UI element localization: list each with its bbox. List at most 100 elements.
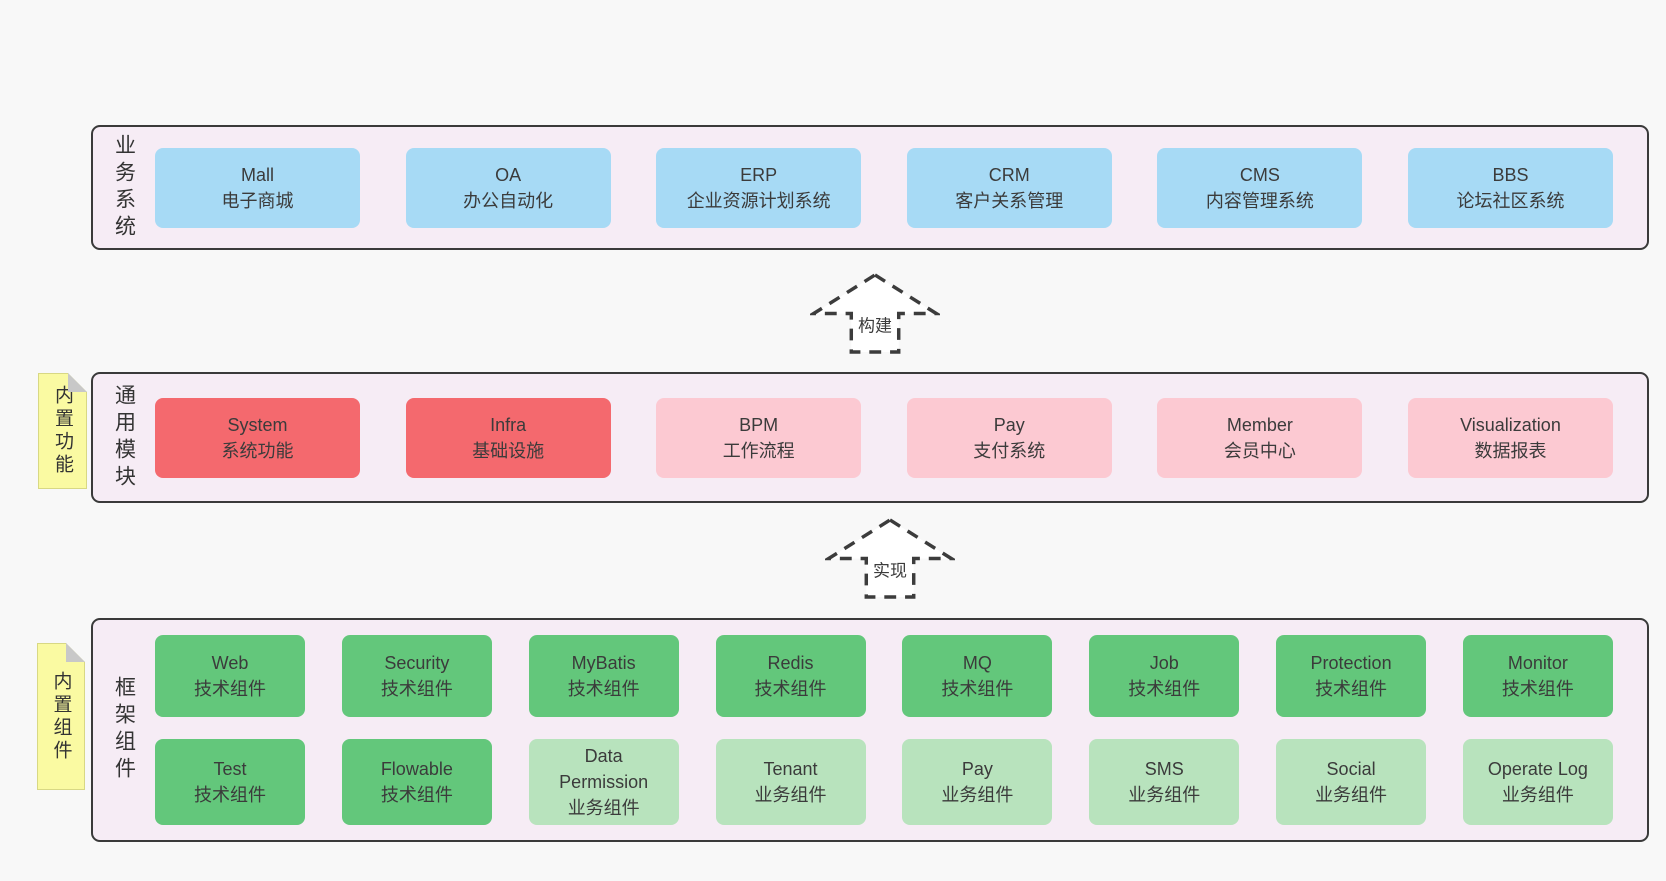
box-social: Social 业务组件 [1276,739,1427,825]
box-title: System [227,414,288,435]
box-title: Pay [961,759,993,779]
box-cms: CMS 内容管理系统 [1157,147,1363,228]
box-subtitle: 数据报表 [1474,440,1547,461]
box-operate-log: Operate Log 业务组件 [1462,739,1613,825]
box-title: Security [384,653,450,673]
layer-business-systems: 业务系统 Mall 电子商城 OA 办公自动化 ERP 企业资源计划系统 CRM… [91,125,1649,250]
box-subtitle: 论坛社区系统 [1456,190,1565,211]
components-boxes-grid: Web 技术组件 Security 技术组件 MyBatis 技术组件 Redi… [155,620,1647,840]
box-protection: Protection 技术组件 [1276,635,1427,717]
box-title: Social [1326,759,1376,779]
box-title: Infra [490,414,527,435]
box-subtitle: 业务组件 [754,785,827,805]
box-title: Job [1149,653,1179,673]
box-title: MyBatis [571,653,636,673]
box-sms: SMS 业务组件 [1089,739,1240,825]
box-subtitle: 办公自动化 [463,190,554,211]
box-title: Redis [767,653,814,673]
box-erp: ERP 企业资源计划系统 [656,147,862,228]
box-subtitle: 业务组件 [1501,785,1574,805]
box-pay-business: Pay 业务组件 [902,739,1053,825]
arrow-implement-label: 实现 [870,555,910,583]
box-subtitle: 业务组件 [1315,785,1388,805]
sticky-text: 内置功能 [52,385,73,477]
box-web: Web 技术组件 [155,635,305,717]
box-subtitle: 技术组件 [941,679,1014,699]
box-title: OA [495,164,522,185]
arrow-build-label: 构建 [855,310,895,338]
box-subtitle: 技术组件 [1128,679,1201,699]
box-mybatis: MyBatis 技术组件 [528,635,679,717]
box-title: MQ [962,653,992,673]
box-title: Mall [240,164,274,185]
box-job: Job 技术组件 [1089,635,1240,717]
box-subtitle: 业务组件 [1128,785,1201,805]
business-boxes-row: Mall 电子商城 OA 办公自动化 ERP 企业资源计划系统 CRM 客户关系… [155,127,1647,248]
box-oa: OA 办公自动化 [405,147,611,228]
modules-boxes-row: System 系统功能 Infra 基础设施 BPM 工作流程 Pay 支付系统… [155,374,1647,501]
box-subtitle: 电子商城 [221,190,294,211]
box-title: Monitor [1507,653,1568,673]
box-title: Member [1226,414,1293,435]
box-subtitle: 技术组件 [380,679,453,699]
layer-label-text: 通用模块 [112,383,136,492]
box-title: Test [213,759,247,779]
box-flowable: Flowable 技术组件 [341,739,492,825]
box-system: System 系统功能 [155,397,360,478]
box-subtitle: 技术组件 [567,679,640,699]
box-subtitle: 系统功能 [221,440,294,461]
box-title: Flowable [380,759,453,779]
box-subtitle: 技术组件 [754,679,827,699]
box-subtitle: 工作流程 [722,440,795,461]
box-bbs: BBS 论坛社区系统 [1407,147,1613,228]
box-title: Data Permission [559,746,649,792]
box-subtitle: 内容管理系统 [1205,190,1314,211]
sticky-text: 内置组件 [50,670,72,763]
box-title: BPM [739,414,779,435]
box-title: CRM [988,164,1030,185]
layer-common-modules: 通用模块 System 系统功能 Infra 基础设施 BPM 工作流程 Pay… [91,372,1649,503]
box-mq: MQ 技术组件 [902,635,1053,717]
arrow-implement: 实现 [825,517,955,600]
sticky-built-in-functions: 内置功能 [38,373,87,489]
box-data-permission: Data Permission 业务组件 [528,739,679,825]
box-subtitle: 基础设施 [472,440,545,461]
box-title: Pay [993,414,1025,435]
layer-framework-components: 框架组件 Web 技术组件 Security 技术组件 MyBatis 技术组件… [91,618,1649,842]
box-title: Visualization [1460,414,1561,435]
box-title: Protection [1310,653,1392,673]
box-subtitle: 会员中心 [1223,440,1296,461]
box-security: Security 技术组件 [341,635,492,717]
layer-label-modules: 通用模块 [93,374,155,501]
layer-label-text: 框架组件 [112,676,136,784]
box-title: SMS [1144,759,1184,779]
box-mall: Mall 电子商城 [155,147,360,228]
box-title: BBS [1492,164,1529,185]
box-title: CMS [1239,164,1280,185]
box-title: ERP [740,164,778,185]
arrow-build: 构建 [810,272,940,355]
components-row-1: Web 技术组件 Security 技术组件 MyBatis 技术组件 Redi… [155,635,1613,717]
box-title: Tenant [763,759,818,779]
box-subtitle: 支付系统 [973,440,1046,461]
box-subtitle: 业务组件 [567,798,640,818]
layer-label-components: 框架组件 [93,620,155,840]
box-subtitle: 技术组件 [194,785,266,805]
box-title: Operate Log [1487,759,1588,779]
sticky-built-in-components: 内置组件 [37,643,85,790]
box-visualization: Visualization 数据报表 [1407,397,1613,478]
box-member: Member 会员中心 [1157,397,1363,478]
box-crm: CRM 客户关系管理 [906,147,1112,228]
box-monitor: Monitor 技术组件 [1462,635,1613,717]
box-subtitle: 技术组件 [194,679,266,699]
box-redis: Redis 技术组件 [715,635,866,717]
box-subtitle: 技术组件 [380,785,453,805]
box-tenant: Tenant 业务组件 [715,739,866,825]
box-pay: Pay 支付系统 [906,397,1112,478]
box-subtitle: 业务组件 [941,785,1014,805]
box-infra: Infra 基础设施 [405,397,611,478]
box-subtitle: 企业资源计划系统 [686,190,831,211]
box-subtitle: 技术组件 [1501,679,1574,699]
layer-label-business: 业务系统 [93,127,155,248]
components-row-2: Test 技术组件 Flowable 技术组件 Data Permission … [155,739,1613,825]
